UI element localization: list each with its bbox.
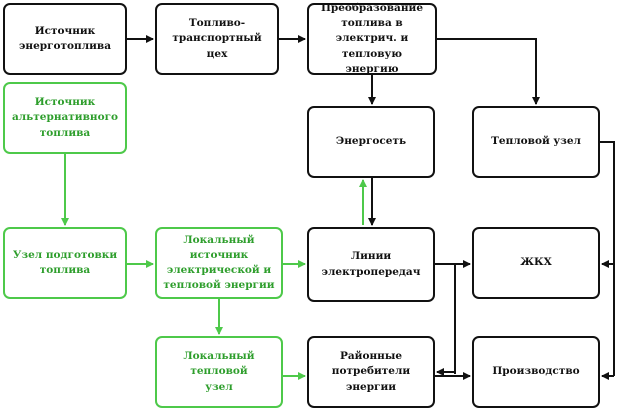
node-housing-label: ЖКХ	[520, 256, 552, 269]
node-local-heat: Локальный тепловой узел	[155, 336, 283, 408]
node-local-source-label: Локальный источник электрической и тепло…	[163, 233, 275, 292]
node-fuel-prep: Узел подготовки топлива	[3, 227, 127, 299]
node-alt-fuel-source: Источник альтернативного топлива	[3, 82, 127, 154]
node-local-heat-label: Локальный тепловой узел	[183, 350, 255, 393]
node-fuel-transport: Топливо- транспортный цех	[155, 3, 279, 75]
node-district-consumers-label: Районные потребители энергии	[331, 350, 411, 393]
node-housing: ЖКХ	[472, 227, 600, 299]
node-heat-node: Тепловой узел	[472, 106, 600, 178]
node-power-lines-label: Линии электропередач	[321, 250, 421, 278]
node-power-grid-label: Энергосеть	[335, 135, 407, 148]
node-power-lines: Линии электропередач	[307, 227, 435, 302]
node-energy-source-label: Источник энерготоплива	[18, 24, 112, 52]
node-energy-source: Источник энерготоплива	[3, 3, 127, 75]
node-fuel-transport-label: Топливо- транспортный цех	[172, 17, 262, 60]
line-heat-node-return	[600, 141, 615, 376]
node-production-label: Производство	[492, 365, 580, 378]
node-power-grid: Энергосеть	[307, 106, 435, 178]
node-fuel-prep-label: Узел подготовки топлива	[12, 248, 118, 276]
node-alt-fuel-source-label: Источник альтернативного топлива	[11, 96, 119, 139]
arrow-conversion-to-heat-node	[437, 38, 540, 105]
node-conversion: Преобразование топлива в электрич. и теп…	[307, 1, 437, 75]
node-conversion-label: Преобразование топлива в электрич. и теп…	[320, 1, 424, 75]
node-district-consumers: Районные потребители энергии	[307, 336, 435, 408]
node-production: Производство	[472, 336, 600, 408]
node-heat-node-label: Тепловой узел	[491, 135, 581, 148]
node-local-source: Локальный источник электрической и тепло…	[155, 227, 283, 299]
